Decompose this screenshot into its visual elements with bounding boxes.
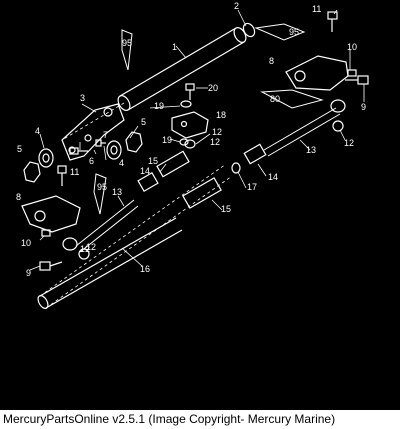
part-10-clip (41, 69, 357, 237)
part-13-threaded-rod (75, 107, 341, 253)
lubricant-tube: 95 (93, 173, 107, 215)
part-6-bolt (69, 147, 88, 155)
callout-14: 14 (140, 166, 150, 176)
callout-9: 9 (26, 268, 31, 278)
part-18-block (171, 111, 209, 139)
part-7-bolt (95, 139, 106, 147)
leader-lines (29, 9, 365, 271)
lubricant-tube-code: 95 (122, 38, 132, 48)
part-16-tube (37, 217, 183, 309)
callout-19: 19 (154, 101, 164, 111)
alignment-dashed-lines (39, 102, 233, 309)
callout-5: 5 (17, 144, 22, 154)
copyright-footer: MercuryPartsOnline v2.5.1 (Image Copyrig… (0, 410, 400, 429)
callout-10: 10 (347, 42, 357, 52)
part-11-bolt (57, 11, 338, 186)
callout-11: 11 (70, 167, 79, 177)
callout-8: 8 (16, 192, 21, 202)
callout-12: 12 (344, 138, 354, 148)
callout-10: 10 (21, 238, 31, 248)
callout-1: 1 (172, 42, 177, 52)
callout-15: 15 (148, 156, 158, 166)
part-1-tube (117, 27, 247, 111)
part-3-bracket (61, 103, 125, 161)
callout-3: 3 (80, 93, 85, 103)
callout-8: 8 (269, 56, 274, 66)
part-8-clevis (285, 55, 349, 91)
part-9-bolt (39, 75, 369, 271)
lubricant-tube: 80 (260, 89, 324, 109)
lubricant-tube: 95 (254, 23, 306, 41)
lubricant-tube: 95 (121, 29, 133, 71)
callout-19: 19 (162, 135, 172, 145)
callout-4: 4 (119, 158, 124, 168)
callout-9: 9 (361, 102, 366, 112)
part-4-washer (38, 140, 122, 168)
callout-2: 2 (234, 1, 239, 11)
callout-7: 7 (103, 130, 108, 140)
callout-12: 12 (210, 137, 220, 147)
lubricant-tube-code: 95 (97, 182, 107, 192)
part-20-bolt (185, 83, 195, 100)
callout-20: 20 (208, 83, 218, 93)
callout-12: 12 (212, 127, 222, 137)
callout-14: 14 (268, 172, 278, 182)
callout-18: 18 (216, 110, 226, 120)
callout-13: 13 (306, 145, 316, 155)
callout-16: 16 (140, 264, 150, 274)
part-2-o-ring (242, 22, 256, 38)
lubricant-tube-code: 95 (289, 27, 299, 37)
part-8-clevis (21, 195, 81, 233)
lubricant-tube-code: 80 (270, 94, 280, 104)
part-15-tube (156, 150, 222, 209)
callout-15: 15 (221, 204, 231, 214)
exploded-parts-diagram: 95 80 95 95 (16, 1, 369, 309)
callout-12: 12 (86, 242, 96, 252)
callout-17: 17 (247, 182, 257, 192)
callout-13: 13 (112, 187, 122, 197)
part-17-washer (231, 162, 241, 174)
callout-6: 6 (89, 156, 94, 166)
part-14-bushing (137, 143, 267, 193)
callout-11: 11 (312, 4, 321, 14)
callout-4: 4 (35, 126, 40, 136)
callout-12: 12 (80, 244, 90, 254)
part-5-nut (23, 131, 143, 183)
callout-5: 5 (141, 117, 146, 127)
